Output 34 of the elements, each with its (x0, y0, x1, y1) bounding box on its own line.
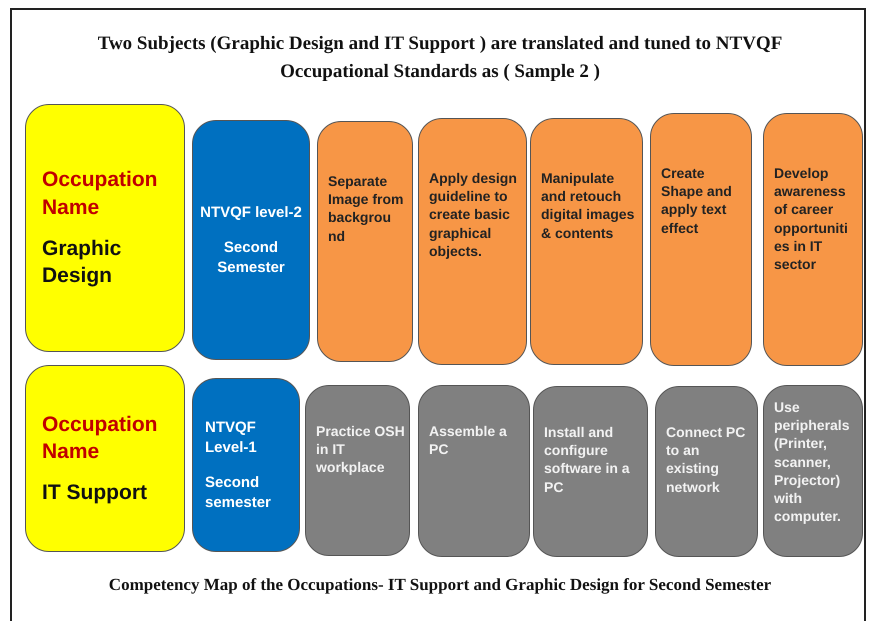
competency-box (763, 385, 863, 557)
semester-label: Second semester (205, 473, 272, 512)
competency-text: Develop awareness of career opportuniti es in IT sector (774, 164, 849, 274)
competency-box (418, 385, 530, 557)
competency-text: Install and configure software in a PC (544, 423, 631, 496)
occupation-name: Graphic Design (42, 236, 122, 290)
competency-text: Practice OSH in IT workplace (316, 422, 405, 477)
competency-box (305, 385, 410, 556)
level-box (192, 120, 310, 360)
caption: Competency Map of the Occupations- IT Support and Graphic Design for Second Semester (108, 575, 772, 595)
competency-text: Separate Image from backgrou nd (328, 172, 404, 245)
level-label: NTVQF Level-1 (205, 418, 258, 457)
competency-text: Create Shape and apply text effect (661, 164, 733, 237)
level-label: NTVQF level-2 (199, 202, 303, 222)
competency-box (418, 118, 527, 365)
competency-text: Use peripherals (Printer, scanner, Projector) with computer. (774, 398, 850, 526)
occupation-box (25, 104, 185, 352)
competency-text: Assemble a PC (429, 422, 508, 458)
competency-box (655, 386, 758, 557)
competency-text: Manipulate and retouch digital images & contents (541, 169, 636, 242)
title: Two Subjects (Graphic Design and IT Support ) are translated and tuned to NTVQF Occupational Standards as ( Sample 2 ) (96, 32, 784, 84)
occupation-name: IT Support (42, 480, 148, 506)
competency-box (317, 121, 413, 362)
field-label: Occupation Name (42, 412, 159, 465)
level-box (192, 378, 300, 552)
occupation-box (25, 365, 185, 552)
competency-box (650, 113, 752, 366)
competency-text: Apply design guideline to create basic graphical objects. (429, 169, 518, 260)
field-label: Occupation Name (42, 167, 159, 221)
semester-label: Second Semester (216, 238, 286, 278)
competency-text: Connect PC to an existing network (666, 423, 746, 496)
competency-box (763, 113, 863, 366)
competency-box (533, 386, 648, 557)
competency-box (530, 118, 643, 365)
